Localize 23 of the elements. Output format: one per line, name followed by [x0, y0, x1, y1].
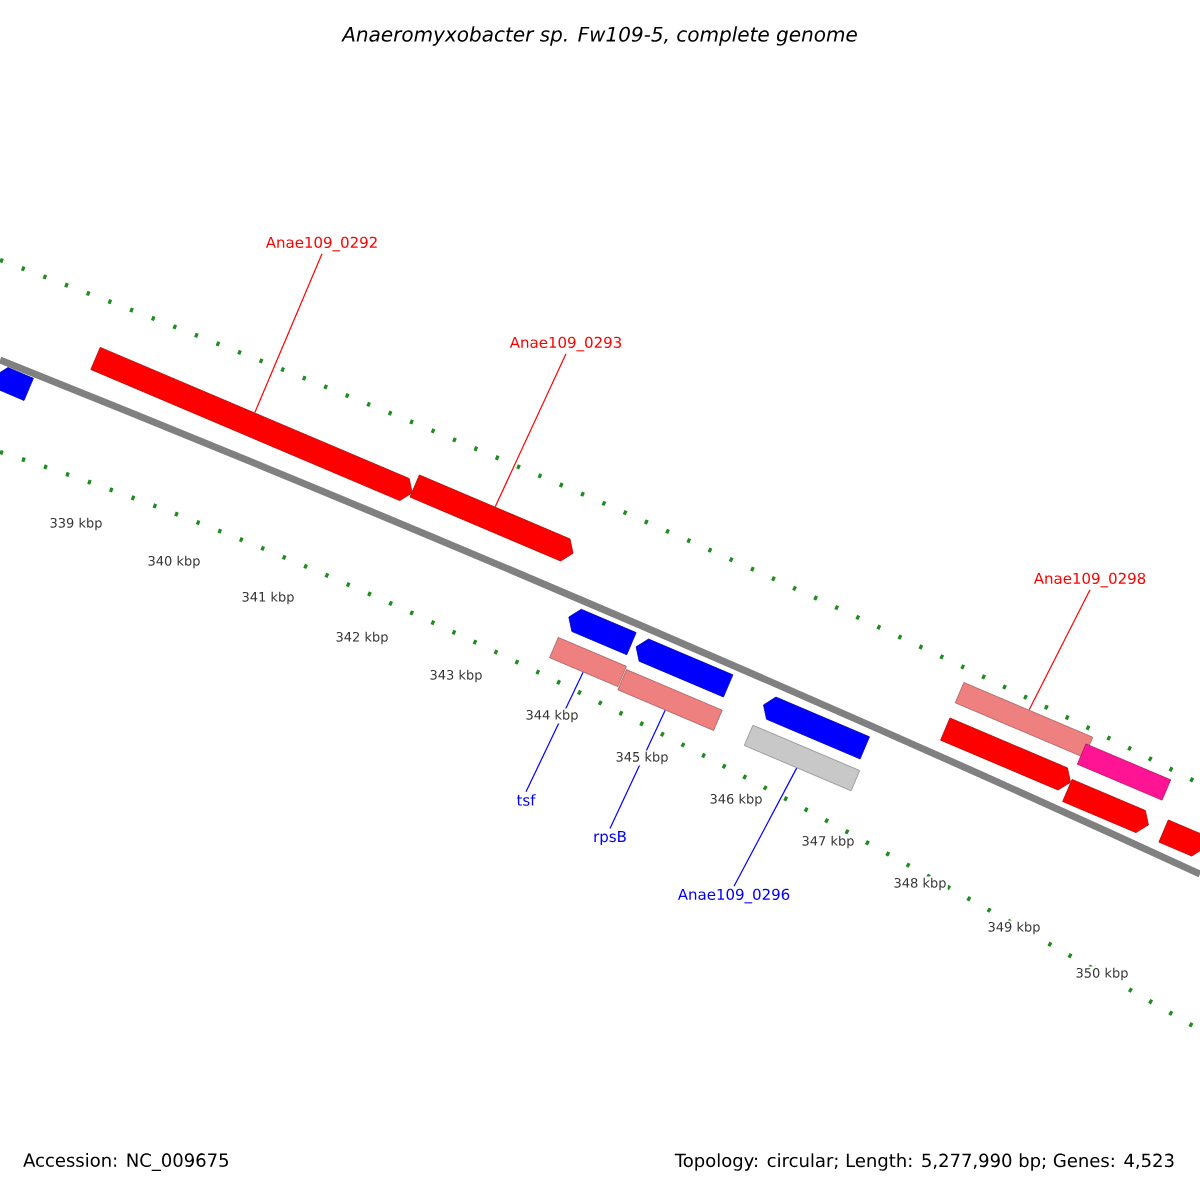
gene-feature	[617, 669, 723, 731]
gene-feature	[954, 682, 1094, 758]
genome-info-text: Topology: circular; Length: 5,277,990 bp; Genes: 4,523	[674, 1153, 1174, 1171]
gene-feature	[743, 724, 861, 792]
gene-feature	[1076, 743, 1172, 801]
gene-feature	[1158, 819, 1200, 857]
gene-feature	[0, 367, 34, 401]
accession-text: Accession: NC_009675	[23, 1153, 228, 1171]
gene-feature	[549, 637, 627, 687]
leader-line	[525, 671, 584, 793]
gene-feature	[568, 608, 637, 656]
leader-line	[494, 353, 567, 508]
gene-feature	[1062, 779, 1149, 833]
leader-line	[609, 709, 666, 830]
title: Anaeromyxobacter sp. Fw109-5, complete genome	[341, 26, 857, 46]
gene-feature	[940, 717, 1071, 791]
gene-feature	[763, 696, 870, 760]
gene-feature	[635, 638, 734, 698]
leader-line	[733, 767, 798, 887]
gene-feature	[90, 347, 413, 501]
leader-line	[254, 253, 323, 414]
leader-line	[1028, 589, 1091, 711]
gene-feature	[409, 474, 574, 562]
